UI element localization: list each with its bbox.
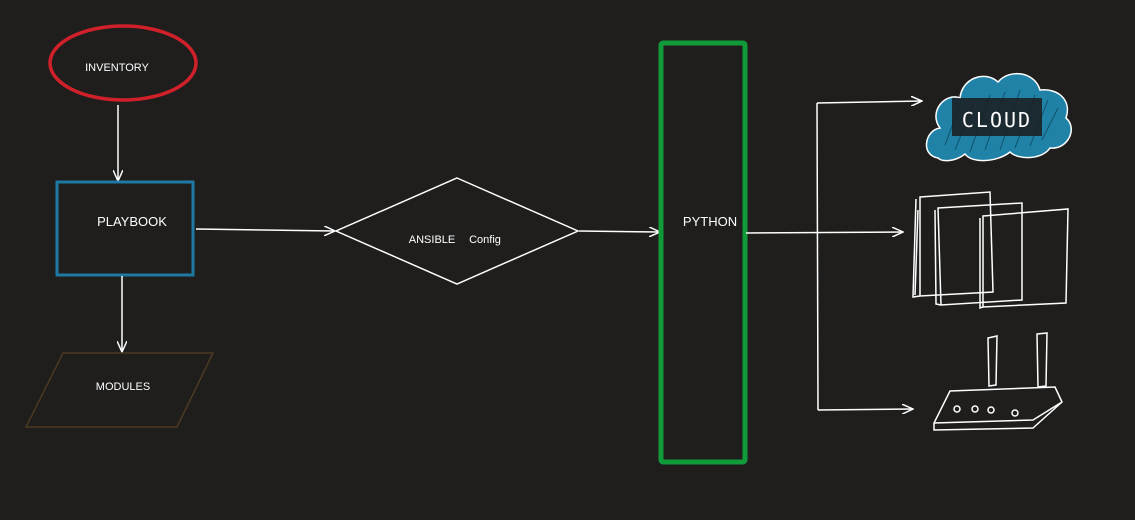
modules-node[interactable]: MODULES: [24, 352, 215, 428]
inventory-node[interactable]: INVENTORY: [48, 24, 198, 102]
arrow-python-to-servers: [745, 232, 903, 233]
modules-shape: [24, 352, 215, 428]
ansible-label: ANSIBLE: [409, 234, 455, 246]
python-node[interactable]: PYTHON: [658, 40, 748, 465]
ansible-diamond: [334, 177, 580, 285]
inventory-ellipse: [48, 24, 198, 102]
config-label: Config: [469, 234, 501, 246]
cloud-label: CLOUD: [962, 108, 1032, 132]
playbook-node[interactable]: PLAYBOOK: [55, 180, 195, 277]
python-box: [658, 40, 748, 465]
playbook-box: [55, 180, 195, 277]
servers-icon: [912, 191, 1069, 310]
branch-vertical-line: [816, 102, 819, 411]
router-icon: [933, 332, 1063, 431]
ansible-node[interactable]: ANSIBLE Config: [334, 177, 580, 285]
arrow-playbook-to-ansible: [195, 229, 335, 231]
arrow-ansible-to-python: [578, 231, 660, 232]
modules-label: MODULES: [96, 381, 150, 393]
python-label: PYTHON: [683, 214, 737, 229]
arrow-to-router: [817, 409, 913, 410]
playbook-label: PLAYBOOK: [97, 214, 167, 229]
inventory-label: INVENTORY: [85, 62, 149, 74]
arrow-to-cloud: [816, 101, 922, 103]
cloud-icon: CLOUD: [925, 72, 1072, 162]
